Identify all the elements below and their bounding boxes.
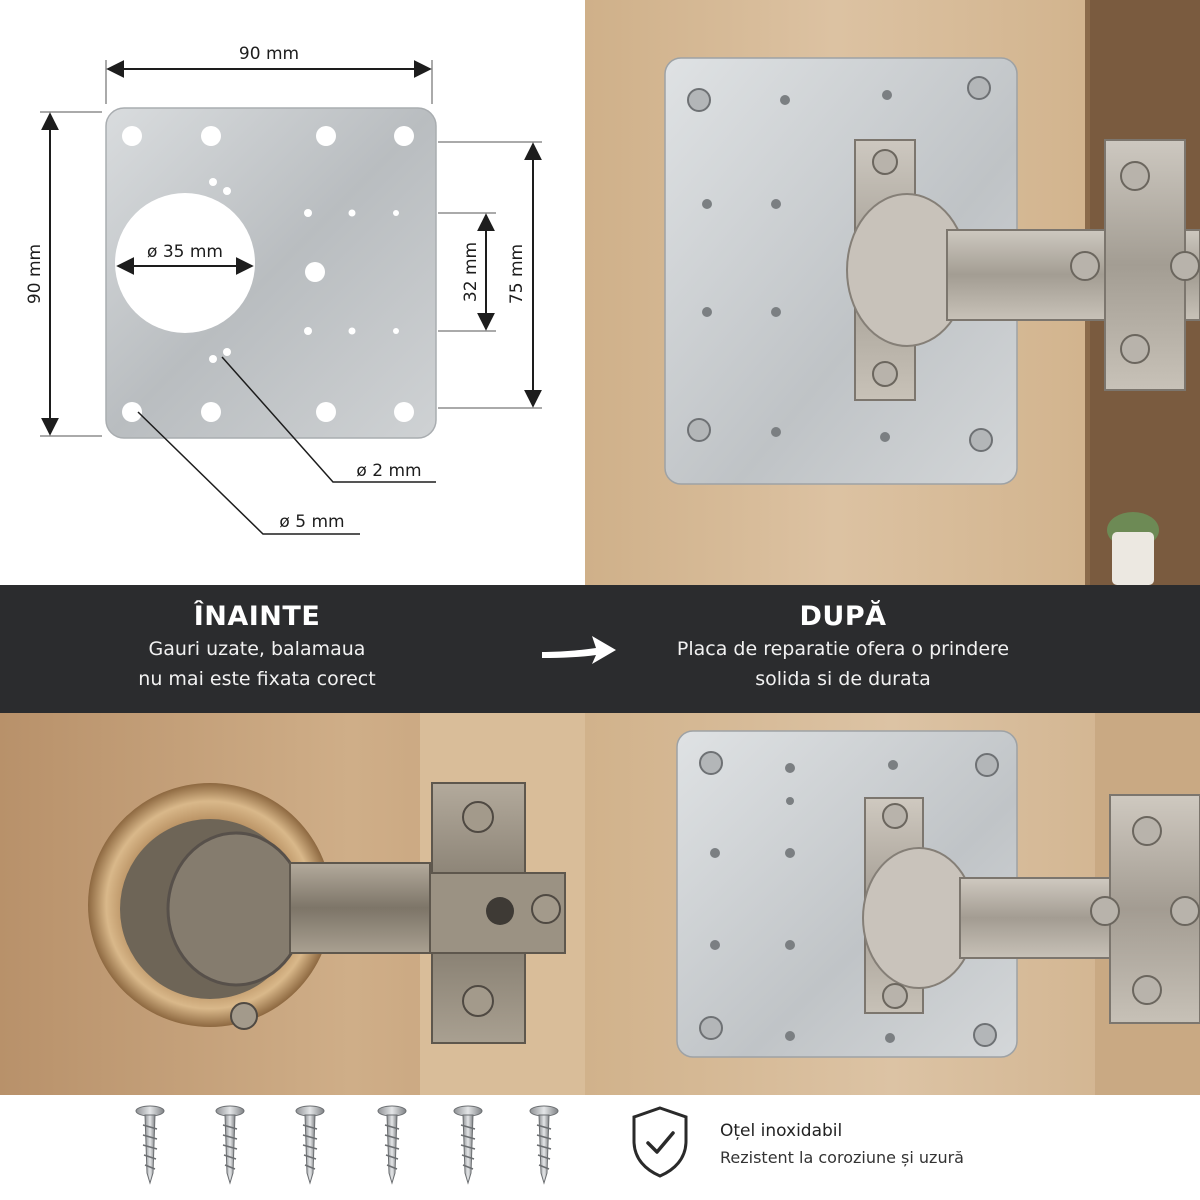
before-line2: nu mai este fixata corect	[138, 668, 376, 690]
after-line2: solida si de durata	[755, 668, 931, 690]
before-line1: Gauri uzate, balamaua	[148, 638, 366, 660]
screw-holes	[122, 126, 414, 422]
after-top-illustration	[585, 0, 1200, 585]
after-photo-top	[585, 0, 1200, 585]
before-illustration	[0, 713, 585, 1095]
small-hole-label: ø 2 mm	[356, 461, 421, 481]
banner-after-block: DUPĂ Placa de reparatie ofera o prindere…	[648, 600, 1038, 694]
inner-spacing-label: 32 mm	[461, 242, 481, 302]
after-line1: Placa de reparatie ofera o prindere	[676, 638, 1010, 660]
before-photo	[0, 713, 585, 1095]
height-label: 90 mm	[25, 244, 45, 304]
footer-strip	[0, 1095, 1200, 1200]
big-hole	[115, 193, 255, 333]
screws-row	[135, 1105, 559, 1185]
small-holes	[209, 178, 399, 363]
material-subtitle: Rezistent la coroziune și uzură	[720, 1148, 964, 1167]
plate-dimension-diagram: ø 35 mm 90 mm 90 mm 32 mm 75 mm ø 2 mm ø…	[0, 0, 585, 585]
before-title: ÎNAINTE	[193, 601, 321, 632]
material-title: Oțel inoxidabil	[720, 1121, 843, 1141]
big-hole-label: ø 35 mm	[147, 242, 223, 262]
after-bottom-illustration	[585, 713, 1200, 1095]
screw-hole-label: ø 5 mm	[279, 512, 344, 532]
outer-spacing-label: 75 mm	[507, 244, 527, 304]
diagram-svg: ø 35 mm 90 mm 90 mm 32 mm 75 mm ø 2 mm ø…	[25, 44, 542, 535]
after-title: DUPĂ	[799, 601, 887, 632]
banner-before-block: ÎNAINTE Gauri uzate, balamaua nu mai est…	[62, 600, 452, 694]
width-label: 90 mm	[239, 44, 299, 64]
arrow-right-icon	[542, 636, 616, 664]
after-photo-bottom	[585, 713, 1200, 1095]
shield-check-icon	[632, 1106, 688, 1178]
material-badge: Oțel inoxidabil Rezistent la coroziune ș…	[720, 1118, 1140, 1172]
repair-plate	[105, 107, 437, 439]
screw-icon	[135, 1105, 559, 1185]
